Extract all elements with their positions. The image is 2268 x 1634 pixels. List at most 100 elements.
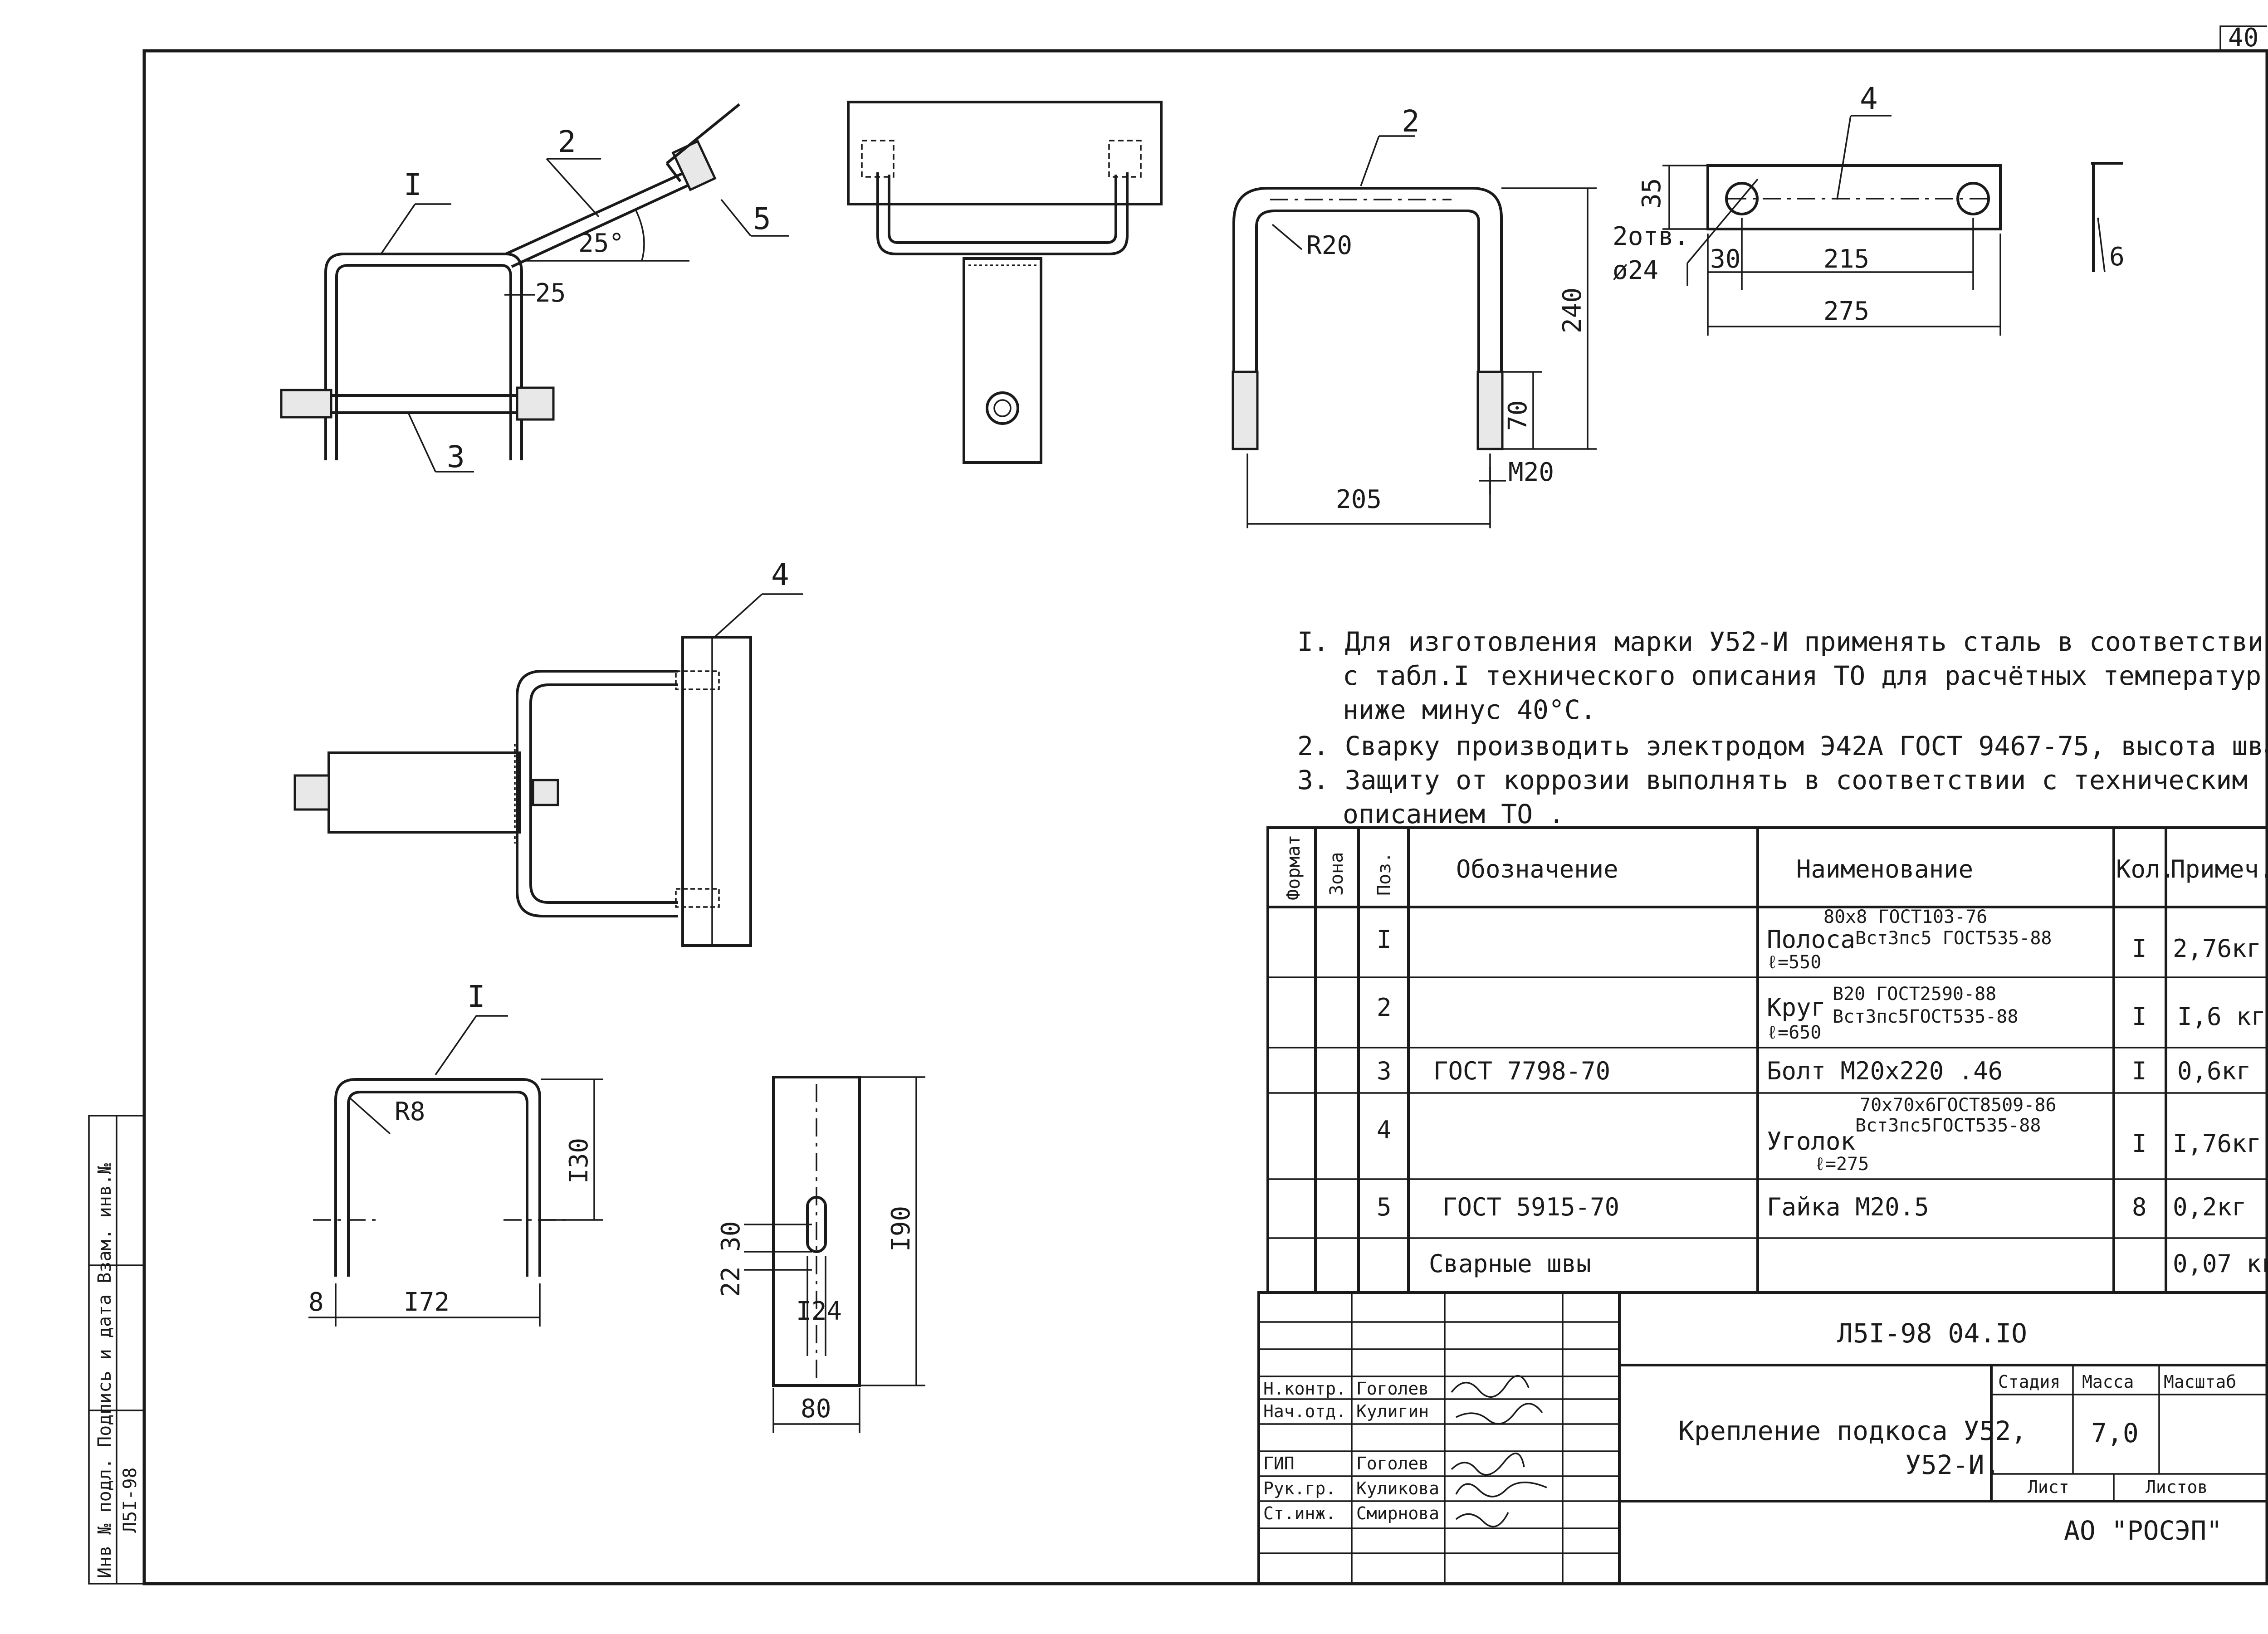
title-person-name-4: Куликова xyxy=(1356,1478,1439,1498)
view1-pos1-label: I xyxy=(404,167,422,202)
title-person-role-4: Рук.гр. xyxy=(1263,1478,1336,1498)
note-line-4: 2. Сварку производить электродом Э42А ГО… xyxy=(1297,731,2268,761)
spec-row5-pos: 5 xyxy=(1377,1193,1392,1221)
view4-height: 35 xyxy=(1637,178,1667,209)
title-person-name-2: Кулигин xyxy=(1356,1401,1429,1421)
spec-row3-name-main: Болт М20х220 .46 xyxy=(1767,1057,2003,1085)
spec-row2-name-main: Круг xyxy=(1767,993,1826,1022)
spec-row5-qty: 8 xyxy=(2132,1193,2147,1221)
view-angle-pos4 xyxy=(1662,115,2123,336)
spec-row4-name-bottom: Вст3пс5ГОСТ535-88 xyxy=(1855,1115,2041,1136)
view-assembly-top xyxy=(847,101,1163,464)
title-block-title-1: Крепление подкоса У52, xyxy=(1678,1415,2027,1446)
title-block-mass-label: Масса xyxy=(2082,1372,2134,1392)
notes-block: I. Для изготовления марки У52-И применят… xyxy=(1297,626,2268,829)
spec-row2-name-top: В20 ГОСТ2590-88 xyxy=(1833,984,1996,1005)
sheet-number: 40 xyxy=(2228,23,2258,53)
spec-row1-qty: I xyxy=(2132,934,2147,963)
view-assembly-front xyxy=(293,593,803,947)
spec-row1-name-extra: ℓ=550 xyxy=(1767,952,1821,973)
view7-slot: I24 xyxy=(796,1297,842,1326)
title-block-code: Л5I-98 04.IO xyxy=(1837,1318,2027,1349)
view6-height: I30 xyxy=(564,1138,594,1184)
title-person-name-3: Гоголев xyxy=(1356,1454,1429,1473)
spec-row1-name-main: Полоса xyxy=(1767,925,1855,954)
view3-thread: M20 xyxy=(1508,458,1554,487)
spec-row4-name-main: Уголок xyxy=(1767,1127,1855,1156)
spec-row3-pos: 3 xyxy=(1377,1057,1392,1085)
spec-row5-note: 0,2кг xyxy=(2173,1193,2247,1221)
spec-header-zone: Зона xyxy=(1326,852,1347,896)
title-block-scale-label: Масштаб xyxy=(2164,1372,2236,1392)
spec-row4-qty: I xyxy=(2132,1129,2147,1158)
spec-row1-name-top: 80х8 ГОСТ103-76 xyxy=(1823,907,1987,927)
note-line-1: I. Для изготовления марки У52-И применят… xyxy=(1297,626,2268,657)
spec-row2-qty: I xyxy=(2132,1002,2147,1031)
spec-row3-qty: I xyxy=(2132,1057,2147,1085)
view1-dim-small: 25 xyxy=(535,278,566,308)
view1-angle: 25° xyxy=(578,229,624,258)
title-person-role-2: Нач.отд. xyxy=(1263,1401,1346,1421)
title-block-org: АО "РОСЭП" xyxy=(2064,1515,2222,1546)
view3-label: 2 xyxy=(1402,104,1420,139)
view4-edge: 30 xyxy=(1710,244,1740,274)
view5-label: 4 xyxy=(771,557,789,592)
spec-row5-name-main: Гайка М20.5 xyxy=(1767,1193,1929,1221)
title-block-mass: 7,0 xyxy=(2091,1418,2139,1449)
view4-holes: 2отв. xyxy=(1613,222,1689,251)
view6-thickness: 8 xyxy=(308,1288,324,1317)
spec-header-note: Примеч. xyxy=(2170,855,2268,883)
spec-row4-name-top: 70х70х6ГОСТ8509-86 xyxy=(1860,1095,2056,1116)
title-block xyxy=(1257,1291,2268,1585)
view4-length: 275 xyxy=(1823,297,1869,326)
view3-radius: R20 xyxy=(1306,231,1352,260)
side-stamp: Инв № подл. Подпись и дата Взам. инв.№ Л… xyxy=(88,1115,145,1585)
spec-row1-name-bottom: Вст3пс5 ГОСТ535-88 xyxy=(1855,928,2052,949)
title-person-name-5: Смирнова xyxy=(1356,1503,1439,1523)
spec-row2-pos: 2 xyxy=(1377,993,1392,1022)
note-line-2: с табл.I технического описания ТО для ра… xyxy=(1343,660,2261,691)
spec-row6-designation: Сварные швы xyxy=(1429,1249,1591,1278)
view4-hole-dia: ø24 xyxy=(1613,256,1658,285)
view7-width: 80 xyxy=(801,1394,831,1424)
title-person-name-1: Гоголев xyxy=(1356,1379,1429,1399)
view6-label: I xyxy=(467,979,485,1014)
title-block-sheet-label: Лист xyxy=(2028,1477,2069,1497)
view7-d1: 22 xyxy=(716,1267,746,1297)
signatures xyxy=(1451,1375,1547,1527)
side-stamp-code: Л5I-98 xyxy=(120,1468,141,1533)
view3-thread-len: 70 xyxy=(1503,400,1533,431)
spec-table xyxy=(1266,826,2268,1294)
view4-spacing: 215 xyxy=(1823,244,1869,274)
title-person-role-5: Ст.инж. xyxy=(1263,1503,1336,1523)
view-assembly-side xyxy=(280,103,789,473)
view4-angle-label: 6 xyxy=(2109,242,2125,272)
spec-row4-note: I,76кг xyxy=(2173,1129,2261,1158)
title-person-role-1: Н.контр. xyxy=(1263,1379,1346,1399)
spec-row3-note: 0,6кг xyxy=(2177,1057,2251,1085)
spec-row2-note: I,6 кг xyxy=(2177,1002,2266,1031)
note-line-3: ниже минус 40°С. xyxy=(1343,694,1596,725)
spec-row4-name-extra: ℓ=275 xyxy=(1814,1154,1869,1175)
spec-row1-pos: I xyxy=(1377,925,1392,954)
view-ubar-pos1 xyxy=(308,1015,603,1327)
note-line-6: описанием ТО . xyxy=(1343,799,1564,829)
side-stamp-labels: Инв № подл. Подпись и дата Взам. инв.№ xyxy=(94,1163,115,1578)
spec-header-designation: Обозначение xyxy=(1456,855,1618,883)
sheet-number-box xyxy=(2219,25,2267,51)
view1-pos3-label: 3 xyxy=(447,439,465,474)
title-person-role-3: ГИП xyxy=(1263,1454,1295,1473)
title-block-stage-label: Стадия xyxy=(1998,1372,2060,1392)
spec-header-qty: Кол. xyxy=(2116,855,2175,883)
view1-pos5-label: 5 xyxy=(753,201,771,236)
spec-row6-note: 0,07 кг xyxy=(2173,1249,2268,1278)
spec-row4-pos: 4 xyxy=(1377,1116,1392,1144)
title-block-title-2: У52-И. xyxy=(1905,1449,2000,1480)
view4-label: 4 xyxy=(1860,81,1878,116)
note-line-5: 3. Защиту от коррозии выполнять в соотве… xyxy=(1297,765,2248,795)
spec-row2-name-bottom: Вст3пс5ГОСТ535-88 xyxy=(1833,1006,2018,1027)
view-ubolt-pos2 xyxy=(1232,135,1597,528)
spec-row2-name-extra: ℓ=650 xyxy=(1767,1022,1821,1043)
view3-height: 240 xyxy=(1558,288,1587,333)
